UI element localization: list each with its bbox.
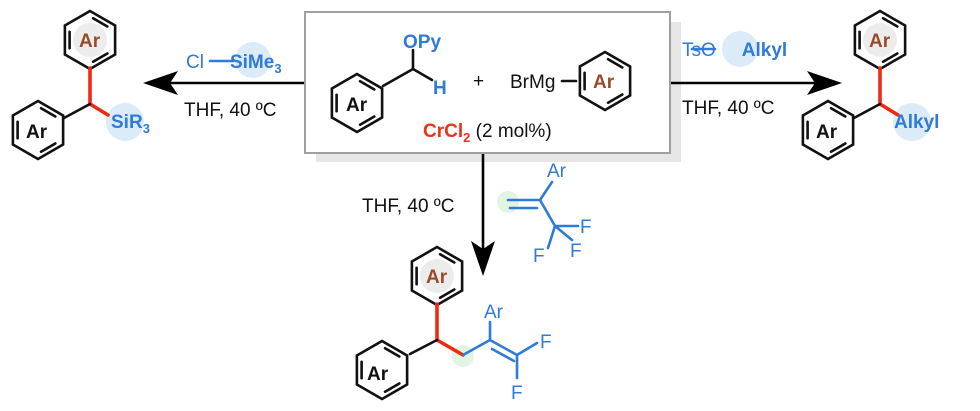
aromatic-double-bond — [881, 52, 899, 64]
aromatic-double-bond — [829, 106, 847, 118]
aromatic-double-bond — [39, 106, 57, 118]
reactant-box — [304, 11, 681, 162]
benzene-ring — [578, 50, 632, 112]
aromatic-double-bond — [438, 288, 456, 300]
aromatic-double-bond — [358, 79, 376, 91]
bottom-top-ring-label: Ar — [426, 267, 448, 288]
benzene-ring — [330, 72, 384, 134]
benzene-ring — [355, 339, 409, 401]
aromatic-double-bond — [829, 142, 847, 154]
silyl-group-label: SiR3 — [111, 112, 150, 136]
grignard-ring-label: Ar — [593, 72, 615, 93]
catalyst-label: CrCl2 (2 mol%) — [423, 121, 552, 145]
left-conditions: THF, 40 ºC — [184, 100, 276, 121]
aromatic-double-bond — [383, 346, 401, 358]
alkyl-group-label: Alkyl — [894, 112, 939, 133]
arrows — [143, 71, 842, 276]
right-conditions: THF, 40 ºC — [682, 98, 774, 119]
benzene-ring — [801, 99, 855, 161]
left-bottom-ring-label: Ar — [26, 122, 48, 143]
substrate-ring-label: Ar — [346, 95, 368, 116]
plus-sign: + — [473, 71, 484, 92]
aromatic-double-bond — [438, 252, 456, 264]
reagent-f3: F — [533, 246, 545, 267]
aromatic-double-bond — [91, 52, 109, 64]
aromatic-double-bond — [606, 93, 624, 105]
aromatic-double-bond — [383, 382, 401, 394]
leaving-group-label: OPy — [403, 32, 441, 53]
product-f2: F — [511, 383, 523, 404]
benzene-ring — [11, 99, 65, 161]
reagent-f2: F — [570, 241, 582, 262]
aromatic-double-bond — [881, 16, 899, 28]
aromatic-double-bond — [91, 16, 109, 28]
bonds — [62, 47, 900, 380]
right-bottom-ring-label: Ar — [816, 122, 838, 143]
product-ar-label: Ar — [484, 302, 504, 323]
bottom-conditions: THF, 40 ºC — [362, 196, 454, 217]
right-top-ring-label: Ar — [869, 31, 891, 52]
left-top-ring-label: Ar — [79, 31, 101, 52]
grignard-label: BrMg — [510, 72, 555, 93]
bottom-bottom-ring-label: Ar — [367, 364, 389, 385]
hydrogen-label: H — [433, 78, 447, 99]
aromatic-double-bond — [606, 57, 624, 69]
product-f1: F — [540, 332, 552, 353]
aromatic-double-bond — [358, 115, 376, 127]
aromatic-double-bond — [39, 142, 57, 154]
reagent-f1: F — [580, 217, 592, 238]
reagent-ar-label: Ar — [547, 161, 567, 182]
